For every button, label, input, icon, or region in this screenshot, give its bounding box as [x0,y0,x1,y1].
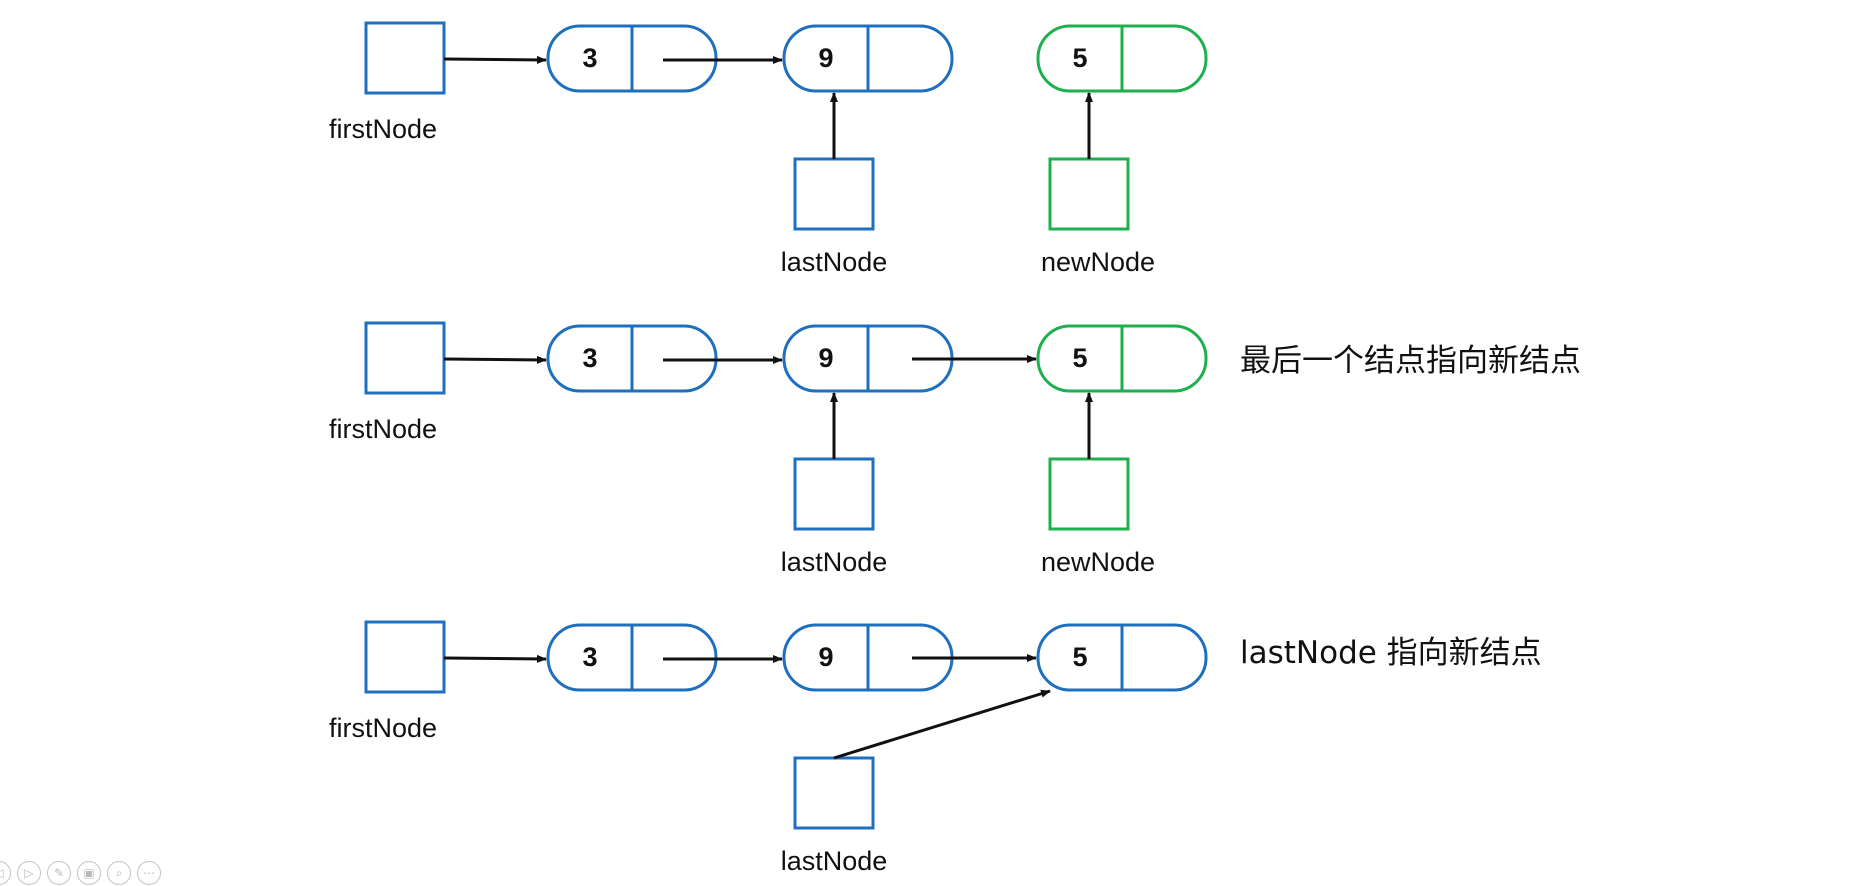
new-node-pointer-box [1048,457,1130,531]
last-node-label: lastNode [781,846,888,876]
previous-icon[interactable]: ◁ [0,861,11,885]
last-pointer-arrow [833,689,1051,760]
row-3: firstNode 3 9 5 lastNode lastNode 指向新结点 [329,620,1542,876]
last-node-pointer-box [793,157,875,231]
presentation-toolbar: ◁ ▷ ✎ ▣ ⌕ ⋯ [0,860,161,886]
last-node-label: lastNode [781,547,888,577]
zoom-icon[interactable]: ⌕ [107,861,131,885]
node-value-3: 3 [582,43,597,73]
slides-icon[interactable]: ▣ [77,861,101,885]
node-value-3: 3 [582,343,597,373]
first-node-pointer-box [364,321,446,395]
node-value-5: 5 [1072,343,1087,373]
previous-glyph: ◁ [0,867,4,879]
pen-icon[interactable]: ✎ [47,861,71,885]
first-node-pointer-box [364,21,446,95]
first-node-pointer-box [364,620,446,694]
new-node-label: newNode [1041,547,1155,577]
node-value-9: 9 [818,43,833,73]
first-node-label: firstNode [329,114,437,144]
more-glyph: ⋯ [143,866,155,880]
row-1: firstNode 3 9 5 lastNode newNode [329,21,1208,277]
new-node-pointer-box [1048,157,1130,231]
new-node-label: newNode [1041,247,1155,277]
first-to-node-3-arrow [443,355,547,364]
first-node-label: firstNode [329,414,437,444]
node-value-5: 5 [1072,43,1087,73]
slides-glyph: ▣ [83,866,95,880]
play-icon[interactable]: ▷ [17,861,41,885]
node-value-9: 9 [818,343,833,373]
play-glyph: ▷ [24,866,34,880]
row-2: firstNode 3 9 5 lastNode newNode 最后一个结点指… [329,321,1581,577]
first-to-node-3-arrow [443,55,547,64]
last-node-pointer-box [793,457,875,531]
last-node-label: lastNode [781,247,888,277]
step-caption: 最后一个结点指向新结点 [1240,343,1581,379]
last-node-pointer-box [793,756,875,830]
step-caption: lastNode 指向新结点 [1240,635,1542,671]
first-to-node-3-arrow [443,654,547,663]
node-value-3: 3 [582,642,597,672]
zoom-glyph: ⌕ [115,866,123,880]
node-value-9: 9 [818,642,833,672]
more-icon[interactable]: ⋯ [137,861,161,885]
node-value-5: 5 [1072,642,1087,672]
first-node-label: firstNode [329,713,437,743]
pen-glyph: ✎ [53,866,65,880]
